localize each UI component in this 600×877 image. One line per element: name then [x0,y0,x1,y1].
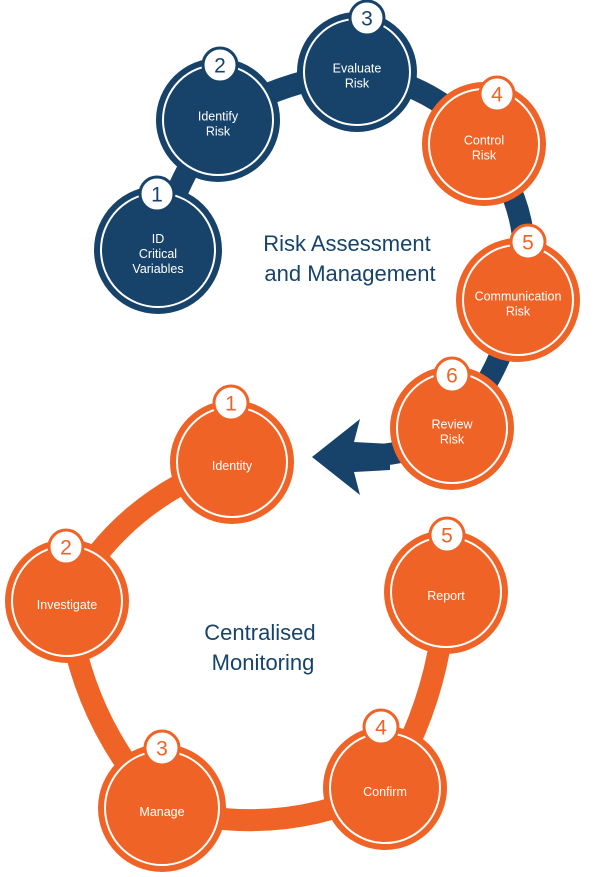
monitoring-step-number-badge [143,729,181,767]
monitoring-step-number-badge [362,708,400,746]
risk-step-number-badge [201,46,239,84]
transition-arrow [312,419,390,495]
risk-step-number-badge [509,223,547,261]
monitoring-step-label-line: Identity [212,459,253,473]
risk-step-label-line: Communication [475,290,562,304]
risk-step-label-line: Variables [132,262,183,276]
monitoring-step-label-line: Report [427,589,465,603]
risk-step-number: 3 [361,8,373,31]
monitoring-step-number-badge [212,384,250,422]
risk-step-label-line: Critical [139,247,177,261]
risk-step-number: 6 [446,365,458,388]
risk-step-circle [422,82,546,206]
monitoring-step-label-line: Investigate [37,598,98,612]
risk-step-number-badge [433,356,471,394]
risk-step-number: 4 [491,84,503,107]
risk-step-number: 5 [522,232,534,255]
monitoring-step-2: Investigate 2 [5,528,129,663]
monitoring-step-label: Report [427,589,465,603]
monitoring-cycle-title-line: Centralised [204,620,315,645]
monitoring-step-number: 3 [156,738,168,761]
monitoring-step-label: Investigate [37,598,98,612]
monitoring-cycle-title: Centralised Monitoring [204,620,321,675]
monitoring-step-number: 4 [375,717,387,740]
risk-step-label-line: Identify [198,110,239,124]
risk-step-label-line: Risk [440,433,465,447]
risk-cycle-title: Risk Assessment and Management [263,231,437,286]
risk-step-label-line: Control [464,134,504,148]
risk-step-number-badge [478,75,516,113]
risk-step-circle [156,58,280,182]
risk-step-label-line: Risk [472,149,497,163]
monitoring-step-circle [384,530,508,654]
monitoring-step-3: Manage 3 [98,729,226,872]
risk-step-label-line: Evaluate [333,62,382,76]
monitoring-step-circle [5,539,129,663]
monitoring-step-label: Identity [212,459,253,473]
risk-step-circle [456,238,580,362]
risk-step-number: 2 [214,55,226,78]
risk-step-label-line: Risk [206,125,231,139]
titles-layer: Risk Assessment and Management Centralis… [204,231,437,675]
risk-cycle-title-line: and Management [264,261,435,286]
risk-step-number: 1 [151,184,163,207]
risk-step-circle [297,12,417,132]
risk-step-circle [390,366,514,490]
monitoring-step-circle [98,744,226,872]
monitoring-step-1: Identity 1 [170,384,294,524]
monitoring-step-number-badge [47,528,85,566]
risk-step-label-line: Risk [345,77,370,91]
monitoring-cycle-title-line: Monitoring [212,650,315,675]
monitoring-step-number: 5 [441,525,453,548]
risk-step-number-badge [138,175,176,213]
monitoring-step-number-badge [428,516,466,554]
monitoring-step-4: Confirm 4 [323,708,447,850]
monitoring-step-circle [170,400,294,524]
monitoring-step-number: 1 [225,393,237,416]
monitoring-step-5: Report 5 [384,516,508,654]
monitoring-step-label-line: Confirm [363,785,407,799]
risk-step-number-badge [348,0,386,37]
risk-step-label-line: ID [152,232,165,246]
risk-step-label-line: Review [432,418,474,432]
monitoring-step-circle [323,726,447,850]
monitoring-step-label-line: Manage [139,805,184,819]
monitoring-step-number: 2 [60,537,72,560]
monitoring-step-label: Confirm [363,785,407,799]
monitoring-step-label: Manage [139,805,184,819]
risk-cycle-title-line: Risk Assessment [263,231,431,256]
risk-step-circle [94,186,222,314]
risk-step-label-line: Risk [506,305,531,319]
